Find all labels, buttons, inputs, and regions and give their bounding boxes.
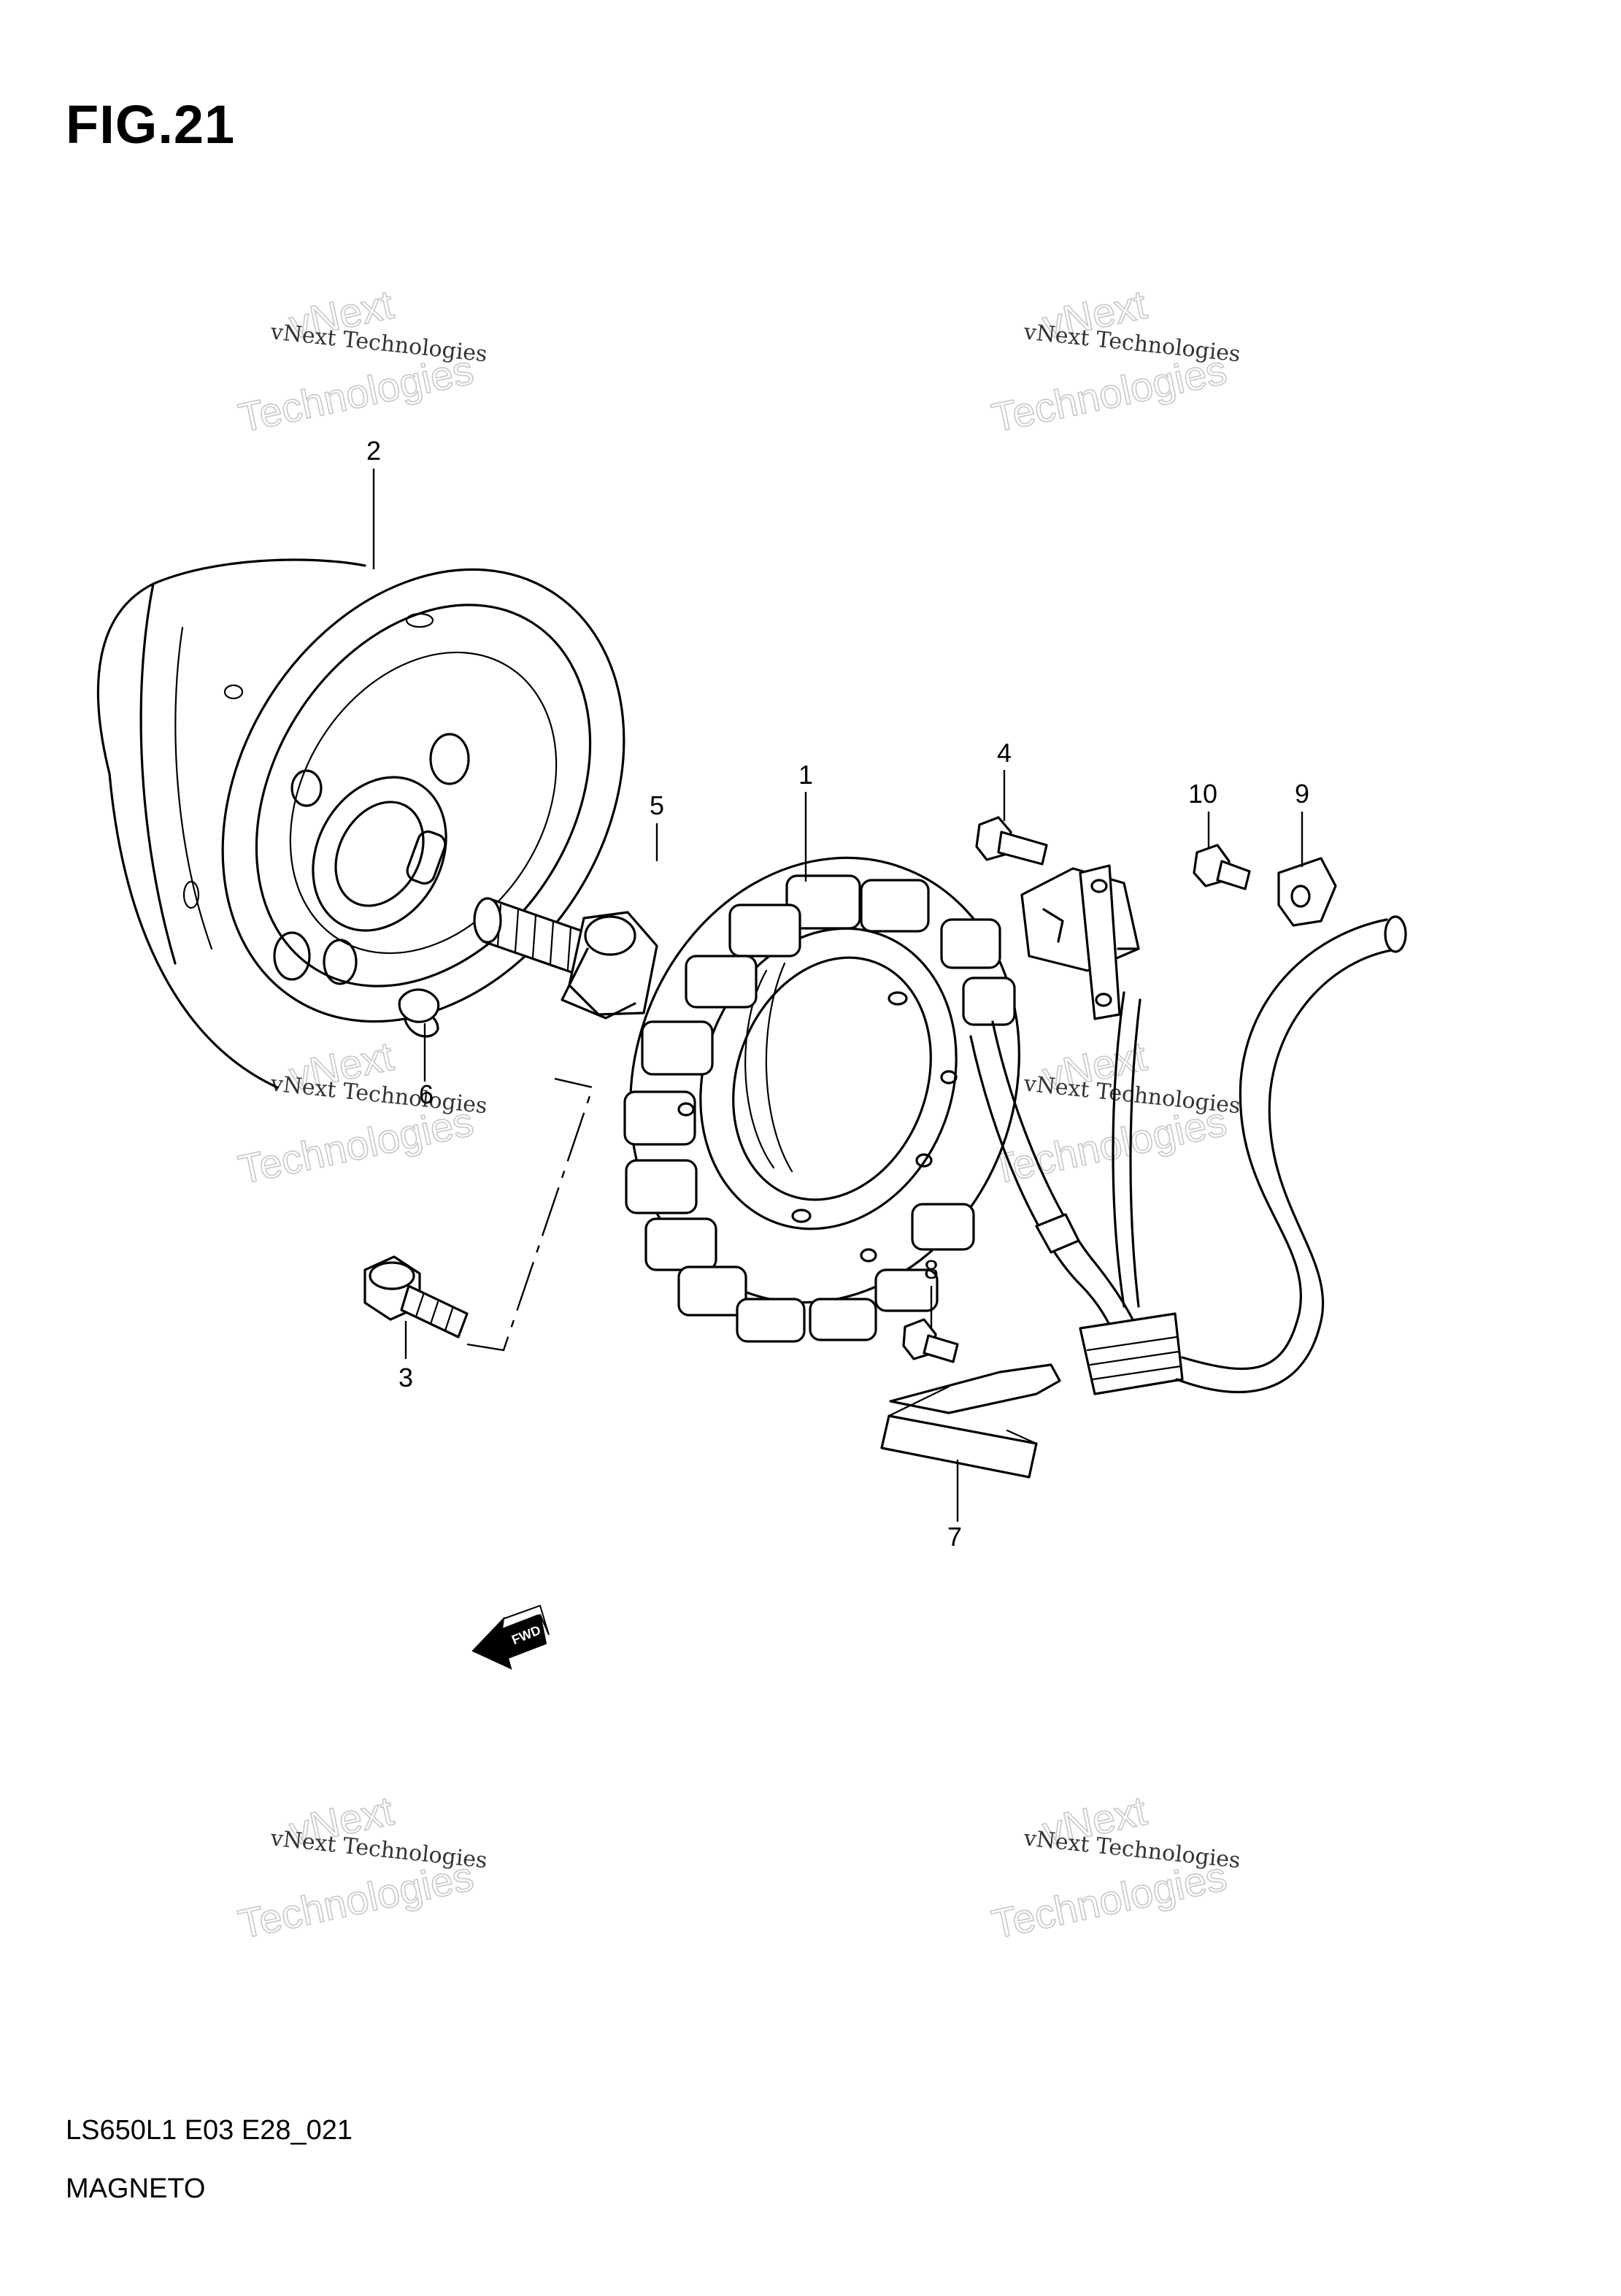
model-code: LS650L1 E03 E28_021 xyxy=(66,2115,353,2146)
leader-3-alignment xyxy=(466,1077,594,1352)
watermark-mid-left: vNext Technologies vNext Technologies xyxy=(234,1032,488,1193)
callout-6: 6 xyxy=(419,1079,434,1109)
callout-7: 7 xyxy=(947,1522,962,1552)
watermark-bottom-right: vNext Technologies vNext Technologies xyxy=(987,1787,1241,1948)
fwd-arrow-indicator: FWD xyxy=(471,1604,550,1670)
clamp-part-9 xyxy=(1277,857,1337,927)
key-part-6 xyxy=(398,988,440,1023)
callout-9: 9 xyxy=(1295,779,1309,809)
stator-bolt-part-3 xyxy=(363,1255,469,1338)
callout-8: 8 xyxy=(924,1255,939,1284)
callouts: 2 1 4 5 10 9 6 8 3 7 xyxy=(366,436,1309,1552)
watermark-bottom-left: vNext Technologies vNext Technologies xyxy=(234,1787,488,1948)
stator-coil-poles xyxy=(623,874,1016,1343)
bolt-part-8 xyxy=(902,1318,959,1363)
rotor-bolt-part-5 xyxy=(473,897,658,1020)
watermark-top-left: vNext Technologies vNext Technologies xyxy=(234,280,488,442)
bolt-part-10 xyxy=(1193,844,1251,890)
stator-part-1 xyxy=(623,856,1020,1343)
watermark-top-right: vNext Technologies vNext Technologies xyxy=(987,280,1241,442)
callout-3: 3 xyxy=(398,1363,413,1392)
callout-2: 2 xyxy=(366,436,381,466)
callout-5: 5 xyxy=(650,790,664,820)
section-name: MAGNETO xyxy=(66,2173,206,2204)
wire-guide-part-7 xyxy=(880,1363,1061,1479)
pickup-bolt-part-4 xyxy=(975,816,1048,866)
pickup-coil xyxy=(1020,864,1140,1020)
figure-title: FIG.21 xyxy=(66,94,236,155)
callout-4: 4 xyxy=(997,738,1012,768)
stator-wire-harness xyxy=(969,915,1407,1395)
callout-1: 1 xyxy=(798,760,813,790)
leader-lines xyxy=(372,469,1304,1522)
rotor-flywheel-part-2 xyxy=(96,558,625,1089)
callout-10: 10 xyxy=(1188,779,1217,809)
